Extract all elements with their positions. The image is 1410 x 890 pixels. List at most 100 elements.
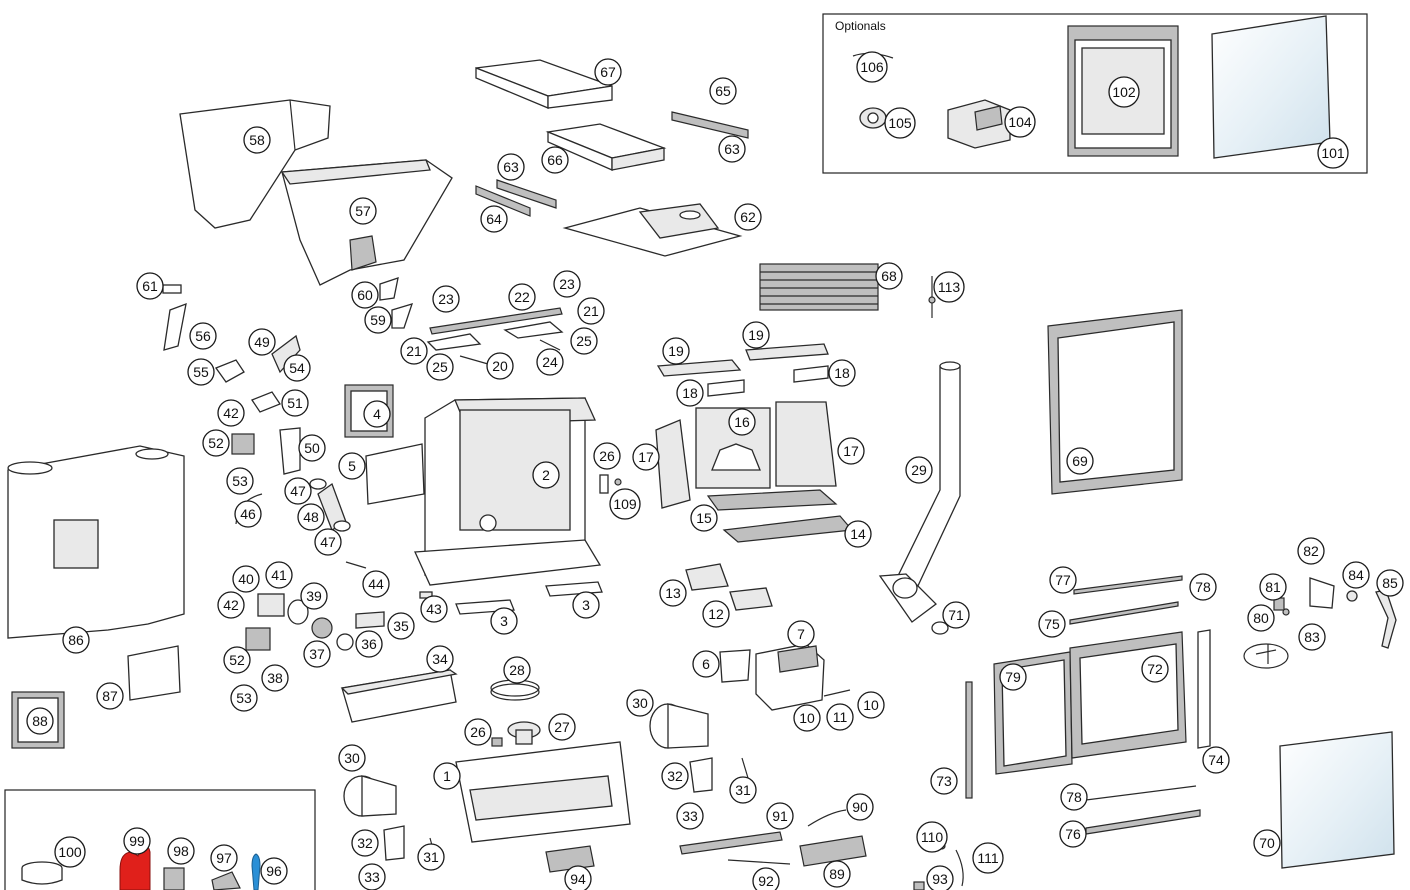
callout-76: 76 [1059, 820, 1087, 848]
callout-50: 50 [298, 434, 326, 462]
ring-36 [336, 633, 354, 651]
callout-circle [926, 865, 954, 890]
callout-15: 15 [690, 504, 718, 532]
callout-13: 13 [659, 579, 687, 607]
callout-74: 74 [1202, 746, 1230, 774]
plate-59 [391, 303, 414, 329]
scraper-98 [163, 867, 185, 890]
side-panel-17a [655, 419, 691, 509]
callout-label: 3 [582, 597, 590, 613]
screw-80 [1282, 608, 1290, 616]
callout-circle [1060, 783, 1088, 811]
callout-circle [676, 379, 704, 407]
bracket-26b [491, 737, 503, 747]
plate-21b [503, 321, 564, 339]
callout-circle [787, 620, 815, 648]
callout-102: 102 [1108, 76, 1140, 108]
callout-label: 102 [1112, 84, 1136, 100]
callout-label: 12 [708, 606, 724, 622]
callout-label: 24 [542, 354, 558, 370]
callout-label: 106 [860, 59, 884, 75]
callout-circle [548, 713, 576, 741]
callout-21: 21 [577, 297, 605, 325]
callout-circle [243, 126, 271, 154]
callout-label: 61 [142, 278, 158, 294]
ash-box-7 [755, 643, 825, 711]
callout-circle [363, 400, 391, 428]
callout-circle [1141, 655, 1169, 683]
cable-92 [727, 859, 791, 865]
callout-58: 58 [243, 126, 271, 154]
callout-circle [1247, 604, 1275, 632]
callout-circle [942, 601, 970, 629]
callout-circle [284, 477, 312, 505]
door-frame-72 [1069, 631, 1187, 759]
callout-110: 110 [916, 821, 948, 853]
callout-circle [54, 836, 86, 868]
callout-circle [486, 352, 514, 380]
callout-65: 65 [709, 77, 737, 105]
callout-10: 10 [793, 704, 821, 732]
callout-label: 29 [911, 462, 927, 478]
callout-circle [230, 684, 258, 712]
callout-55: 55 [187, 358, 215, 386]
callout-54: 54 [283, 354, 311, 382]
sensor-90 [807, 809, 847, 827]
callout-label: 44 [368, 576, 384, 592]
callout-label: 15 [696, 510, 712, 526]
rod-24 [539, 339, 561, 351]
tray-34 [340, 669, 458, 723]
panel-87 [127, 645, 181, 701]
callout-circle [844, 520, 872, 548]
callout-circle [1298, 623, 1326, 651]
callout-3: 3 [490, 607, 518, 635]
board-89 [799, 835, 867, 867]
tray-66 [545, 123, 667, 171]
accessories-box [4, 789, 316, 890]
rod-20 [459, 355, 489, 365]
rail-75 [1069, 601, 1179, 625]
callout-circle [828, 359, 856, 387]
callout-67: 67 [594, 58, 622, 86]
base-frame-1 [455, 741, 631, 843]
callout-20: 20 [486, 352, 514, 380]
callout-91: 91 [766, 802, 794, 830]
callout-circle [417, 843, 445, 871]
callout-label: 76 [1065, 826, 1081, 842]
callout-circle [690, 504, 718, 532]
callout-42: 42 [217, 591, 245, 619]
callout-label: 31 [423, 849, 439, 865]
rail-91 [679, 831, 783, 855]
callout-circle [248, 328, 276, 356]
callout-22: 22 [508, 283, 536, 311]
callout-39: 39 [300, 582, 328, 610]
optional-fan-105 [859, 107, 887, 129]
callout-label: 31 [735, 782, 751, 798]
callout-circle [26, 707, 54, 735]
callout-81: 81 [1259, 573, 1287, 601]
callout-circle [1342, 561, 1370, 589]
callout-circle [189, 322, 217, 350]
bracket-26a [599, 474, 609, 494]
callout-label: 5 [348, 458, 356, 474]
plate-62 [562, 203, 743, 257]
callout-label: 40 [238, 571, 254, 587]
callout-43: 43 [420, 595, 448, 623]
callout-circle [281, 389, 309, 417]
callout-circle [355, 630, 383, 658]
callout-label: 33 [682, 808, 698, 824]
callout-61: 61 [136, 272, 164, 300]
callout-88: 88 [26, 707, 54, 735]
callout-label: 3 [500, 613, 508, 629]
callout-57: 57 [349, 197, 377, 225]
callout-label: 22 [514, 289, 530, 305]
callout-circle [351, 829, 379, 857]
bracket-56 [163, 302, 187, 351]
callout-label: 27 [554, 719, 570, 735]
bowl-100 [21, 861, 63, 885]
callout-circle [303, 640, 331, 668]
callout-label: 2 [542, 467, 550, 483]
callout-77: 77 [1049, 566, 1077, 594]
callout-circle [1297, 537, 1325, 565]
clip-109 [614, 478, 622, 486]
